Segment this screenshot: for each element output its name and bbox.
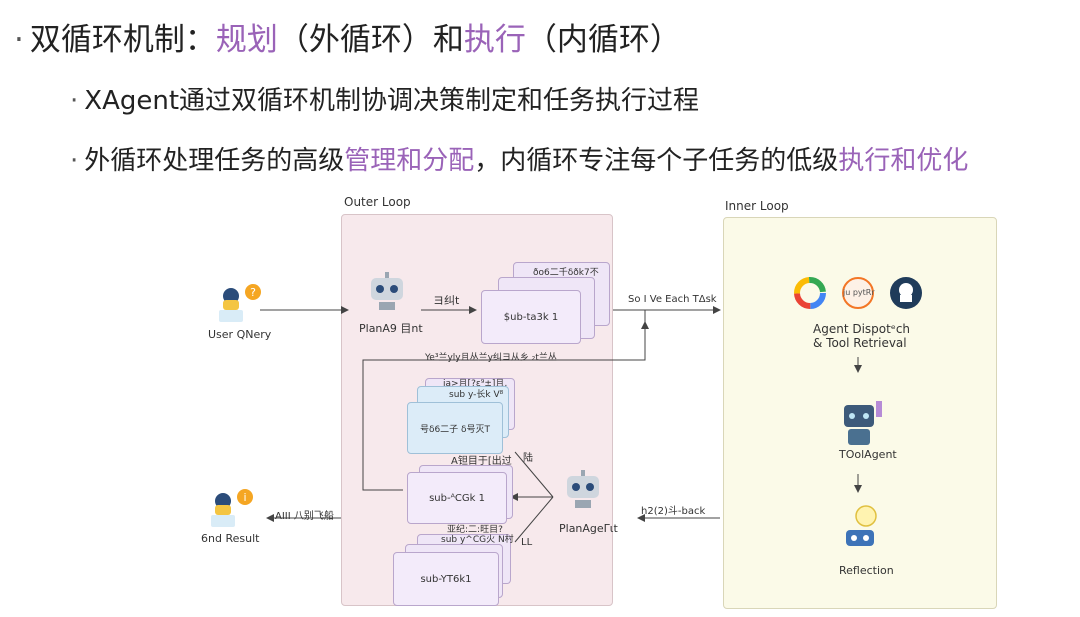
user-query-label: User QNery: [208, 328, 272, 341]
agent-dispatch-label: Agent Dispotᵉᴄh: [813, 322, 911, 336]
bullet1-planning: 规划: [215, 22, 278, 58]
bullet1-part-a: 双循环机制：: [29, 22, 216, 58]
planner-top-label: PlanA9 目nt: [359, 322, 423, 335]
bullet-marker: ·: [70, 146, 79, 176]
bullet-marker: ·: [70, 86, 79, 116]
jupyter-icon: [841, 276, 875, 314]
stack2-card-b-label: sub y-长k V⁸: [449, 390, 504, 400]
bullet-outer-inner: ·外循环处理任务的高级管理和分配，内循环专注每个子任务的低级执行和优化: [70, 140, 968, 177]
dual-loop-diagram: Outer Loop Inner Loop: [193, 192, 1005, 612]
stack3-card-b-label: sub y^CG火 N村: [441, 535, 514, 545]
bullet-marker: ·: [14, 22, 24, 58]
connector-lines: [260, 306, 862, 543]
inner-loop-title: Inner Loop: [725, 199, 789, 213]
solve-each-label: So I Ve Each TΔsk: [628, 294, 717, 305]
outer-loop-title: Outer Loop: [344, 195, 411, 209]
stack3-card-c: sub-YT6k1: [393, 552, 499, 606]
stack2-card-a-label: ia>且[?ɛ⁹±]且,: [443, 379, 508, 389]
end-result-icon: i: [207, 487, 255, 535]
google-icon: [793, 276, 827, 314]
user-query-icon: ?: [215, 282, 263, 330]
bullet-xagent: ·XAgent通过双循环机制协调决策制定和任务执行过程: [70, 80, 699, 117]
feedback-label: h2(2)斗-back: [641, 506, 706, 517]
tool-retrieval-label: & Tool Retrieval: [813, 336, 907, 350]
reflection-icon: [840, 504, 884, 558]
bullet3-management: 管理和分配: [344, 146, 475, 176]
subtask-card-front: $ub-ta3k 1: [481, 290, 581, 344]
subtask-card-back-label: ðo6二千δðk7不: [533, 268, 599, 278]
split-label: ヨ纠t: [433, 294, 460, 307]
octopus-icon: [889, 276, 923, 314]
end-result-label: 6nd Result: [201, 532, 260, 545]
bullet3-optimization: 执行和优化: [838, 146, 969, 176]
tool-agent-robot-icon: [836, 397, 886, 453]
bullet3-part-a: 外循环处理任务的高级: [84, 146, 345, 176]
bullet-dual-loop: ·双循环机制：规划（外循环）和执行（内循环）: [14, 14, 681, 59]
svg-text:i: i: [243, 491, 246, 504]
stack3-card-a-label: 亚纪:二:旺目?: [447, 525, 503, 535]
refine-line-label: Ye³兰yly且丛兰y纠ヨ从乡 ₂t兰丛: [425, 353, 557, 363]
bullet1-part-e: （内循环）: [525, 22, 681, 58]
bullet2-text: XAgent通过双循环机制协调决策制定和任务执行过程: [84, 86, 700, 116]
planner-robot-icon: [365, 270, 409, 316]
jupyter-label: ju pytRr: [843, 288, 875, 297]
mid-label: A钽目于[出过: [451, 456, 512, 467]
planner-bottom-robot-icon: [561, 468, 605, 514]
bullet1-execution: 执行: [463, 22, 526, 58]
bullet1-part-c: （外循环）和: [277, 22, 464, 58]
svg-text:?: ?: [250, 286, 256, 299]
side-label-2: LL: [521, 537, 533, 548]
planner-bottom-label: PlanAgeΓιt: [559, 522, 618, 535]
subtask-mid-card: sub-ᴬCGk 1: [407, 472, 507, 524]
tool-agent-label: TOolAgent: [839, 448, 897, 461]
reflection-label: Reflection: [839, 564, 894, 577]
bullet3-part-c: ，内循环专注每个子任务的低级: [474, 146, 839, 176]
side-label-1: 陆: [523, 453, 533, 464]
stack2-card-c: 号δ6二子 δ号灭T: [407, 402, 503, 454]
all-finished-label: AIII 八别飞船: [275, 511, 334, 522]
